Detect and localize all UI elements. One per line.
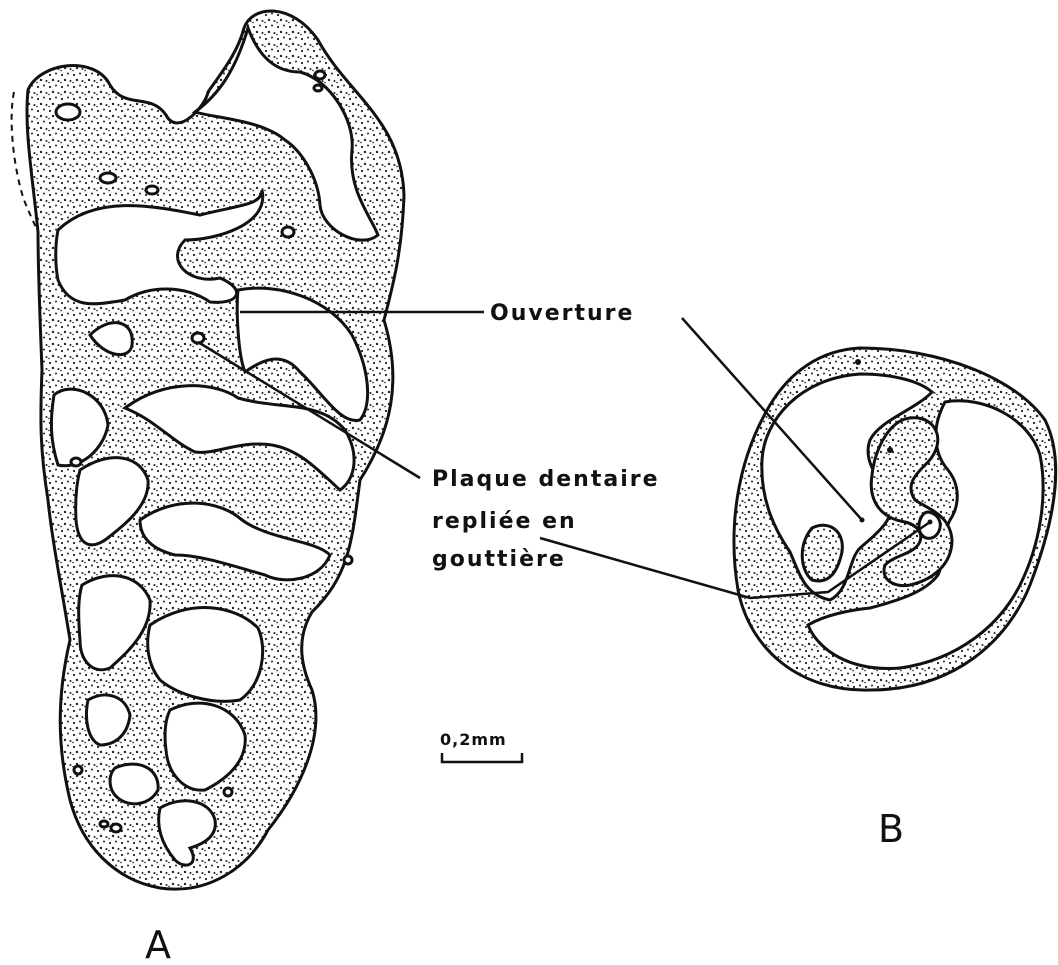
scale-bar: 0,2mm [440,730,522,762]
specimen-a-pore [314,85,322,91]
specimen-b [734,348,1056,690]
specimen-a-pore [111,824,121,832]
specimen-a-pore [146,186,158,194]
specimen-a-pore [71,458,81,466]
specimen-a-pore [100,821,108,827]
scale-bar-line [442,753,522,762]
specimen-a-pore [282,227,294,237]
specimen-a-pore [224,788,232,796]
specimen-a-pore [344,556,352,564]
label-plate-line2: repliée en [432,509,577,534]
specimen-a-cavity [110,764,158,804]
panel-label-a: A [145,923,171,965]
label-plate-line1: Plaque dentaire [432,467,660,492]
specimen-a [12,11,404,889]
specimen-a-pore [315,71,325,79]
specimen-a-pore [56,104,80,120]
panel-label-b: B [878,807,904,851]
specimen-b-gutter [919,512,940,538]
label-plate-line3: gouttière [432,547,566,572]
specimen-a-pore [74,766,82,774]
specimen-a-pore [100,173,116,183]
specimen-b-dot [855,359,861,365]
label-opening: Ouverture [490,301,634,326]
specimen-b-dot [887,447,893,453]
scale-bar-label: 0,2mm [440,730,507,749]
specimen-a-pore [192,333,204,343]
